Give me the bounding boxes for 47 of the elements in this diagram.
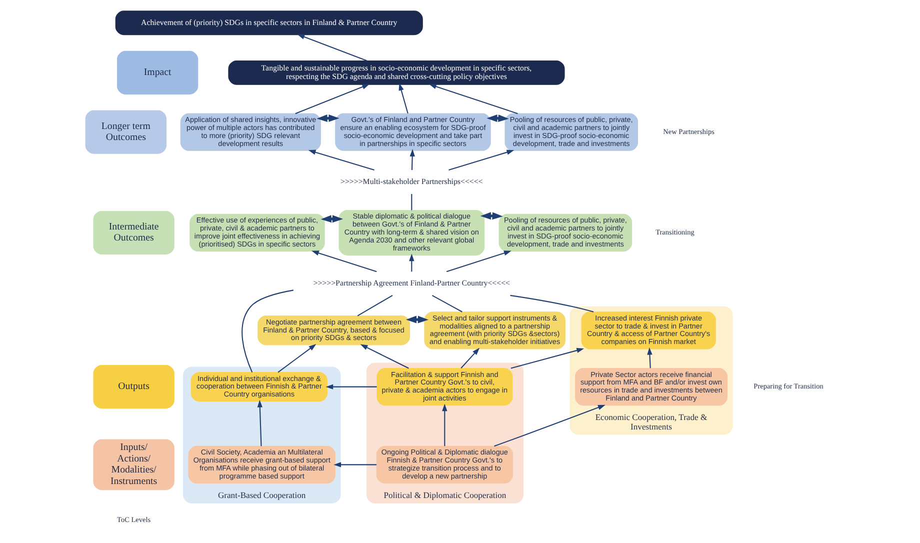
arrow	[311, 250, 376, 272]
arrow	[325, 384, 376, 390]
arrow	[308, 150, 374, 170]
arrow	[277, 344, 316, 373]
node-box: Pooling of resources of public, private, civil and academic partners to jointly invest in SDG-proof socio-economic development, trade and investments	[498, 214, 632, 252]
node-box: Individual and institutional exchange & cooperation between Finnish & Partner Country organisations	[190, 372, 328, 402]
arrow	[256, 400, 262, 446]
arrow	[333, 462, 376, 468]
connector	[410, 194, 412, 210]
node-box: Negotiate partnership agreement between Finland & Partner Country, based & focused on priority SDGs & sectors	[257, 316, 410, 346]
node-box: Outputs	[92, 365, 174, 409]
node-box: Facilitation & support Finnish and Partner Country Govt.'s to civil, private & academia actors to engage in joint activities	[376, 368, 512, 406]
connector	[356, 294, 392, 316]
node-box: Stable diplomatic & political dialogue between Govt.'s of Finland & Partner Country with long-term & shared vision on Agenda 2030 and other relevant global frameworks	[338, 210, 484, 256]
arrow	[296, 34, 367, 62]
arrow	[398, 83, 408, 114]
node-box: Increased interest Finnish private sector to trade & invest in Partner Country & access of Partner Country's companies on Finnish market	[580, 312, 716, 350]
node-box: Civil Society, Academia an Multilateral Organisations receive grant-based support from MFA while phasing out of bilateral programme based support	[188, 446, 335, 484]
arrow	[442, 404, 447, 446]
node-box: Longer term Outcomes	[84, 110, 166, 154]
arrow	[428, 84, 518, 114]
arrow	[294, 84, 370, 114]
arrow	[510, 348, 584, 369]
arrow	[409, 148, 414, 170]
arrow	[446, 250, 511, 272]
node-box: Inputs/ Actions/ Modalities/ Instruments	[92, 439, 174, 490]
arrow	[480, 212, 502, 220]
node-box: Private Sector actors receive financial support from MFA and BF and/or invest own resources in trade and investments between Finland and Partner Country	[574, 368, 727, 406]
arrow	[460, 348, 480, 368]
arrow	[360, 344, 408, 369]
node-box: Ongoing Political & Diplomatic dialogue Finnish & Partner Country Govt.'s to strategize transition process and to develop a new partnership	[376, 446, 512, 484]
connector	[510, 294, 594, 312]
node-box: Application of shared insights, innovative power of multiple actors has contributed to more (priority) SDG relevant development results	[180, 113, 320, 151]
node-box: Govt.'s of Finland and Partner Country ensure an enabling ecosystem for SDG-proof socio-economic development and take part in partnerships in specific sectors	[334, 113, 490, 151]
arrow	[405, 316, 428, 324]
node-box: Select and tailor support instruments & modalities aligned to a partnership agreement (with priority SDGs &sectors) and enabling multi-stakeholder initiatives	[424, 312, 565, 350]
arrow	[448, 150, 514, 170]
arrow	[320, 215, 343, 223]
node-box: Effective use of experiences of public, private, civil & academic partners to improve joint effectiveness in achieving (prioritised) SDGs in specific sectors	[189, 214, 324, 252]
arrow	[408, 254, 414, 272]
connector	[431, 295, 462, 312]
node-box: Impact	[116, 50, 198, 94]
node-box: Pooling of resources of public, private, civil and academic partners to jointly invest in SDG-proof socio-economic development, trade and investments	[504, 113, 638, 151]
connector	[241, 290, 294, 372]
arrow	[646, 347, 652, 368]
arrow	[494, 404, 605, 447]
node-box: Intermediate Outcomes	[92, 210, 174, 254]
